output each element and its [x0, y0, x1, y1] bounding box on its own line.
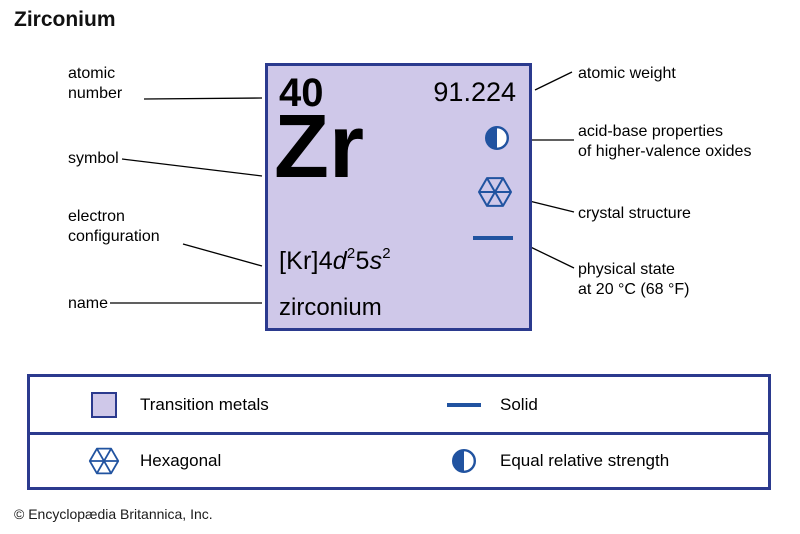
callout-line: at 20 °C (68 °F)	[578, 281, 690, 298]
callout-line: electron	[68, 208, 125, 225]
econfig-s: s	[369, 247, 383, 275]
callout-line: of higher-valence oxides	[578, 143, 752, 160]
half-filled-circle-icon	[442, 448, 486, 474]
leader-symbol	[121, 158, 263, 177]
legend-row-1: Transition metals Solid	[30, 377, 768, 432]
callout-name: name	[68, 294, 108, 314]
callout-line: number	[68, 85, 123, 102]
element-symbol: Zr	[274, 97, 364, 197]
legend: Transition metals Solid	[27, 374, 771, 490]
callout-atomic-weight: atomic weight	[578, 64, 676, 84]
legend-item-equal-relative-strength: Equal relative strength	[426, 448, 768, 474]
electron-configuration-value: [Kr]4d25s2	[279, 244, 391, 276]
hexagonal-crystal-icon	[82, 445, 126, 477]
physical-state-icon	[473, 236, 513, 240]
legend-item-hexagonal: Hexagonal	[30, 445, 426, 477]
copyright-notice: © Encyclopædia Britannica, Inc.	[14, 506, 213, 522]
callout-line: acid-base properties	[578, 123, 723, 140]
callout-line: atomic	[68, 65, 116, 82]
callout-line: configuration	[68, 228, 160, 245]
legend-label-hexagonal: Hexagonal	[140, 451, 222, 470]
crystal-structure-icon	[478, 177, 512, 207]
acid-base-properties-icon	[484, 125, 510, 151]
legend-label-solid: Solid	[500, 394, 538, 414]
legend-row-2: Hexagonal Equal relative strength	[30, 432, 768, 487]
element-card: 40 91.224 Zr [Kr]4d25s2 zirconium	[265, 63, 532, 331]
econfig-d: d	[332, 247, 347, 275]
econfig-prefix: [Kr]4	[279, 247, 333, 275]
leader-atomic-weight	[534, 71, 573, 91]
callout-line: crystal structure	[578, 205, 691, 222]
legend-label-equal-relative-strength: Equal relative strength	[500, 451, 670, 470]
atomic-number-value: 40	[279, 71, 324, 115]
econfig-d-exponent: 2	[346, 244, 356, 262]
atomic-weight-value: 91.224	[433, 77, 516, 107]
legend-item-transition-metals: Transition metals	[30, 391, 426, 418]
callout-crystal-structure: crystal structure	[578, 204, 691, 224]
legend-label-transition-metals: Transition metals	[140, 394, 269, 414]
callout-physical-state: physical state at 20 °C (68 °F)	[578, 260, 690, 300]
legend-item-solid: Solid	[426, 395, 768, 415]
element-name: zirconium	[279, 294, 382, 321]
econfig-s-exponent: 2	[382, 244, 391, 262]
callout-electron-configuration: electron configuration	[68, 207, 160, 247]
leader-electron-configuration	[182, 243, 263, 267]
transition-metals-swatch-icon	[82, 391, 126, 418]
solid-line-icon	[442, 402, 486, 407]
callout-acid-base: acid-base properties of higher-valence o…	[578, 122, 751, 162]
callout-line: name	[68, 295, 109, 312]
callout-line: physical state	[578, 261, 675, 278]
figure-title: Zirconium	[14, 8, 116, 31]
callout-symbol: symbol	[68, 149, 119, 169]
econfig-mid: 5	[355, 247, 370, 275]
callout-line: symbol	[68, 150, 119, 167]
callout-atomic-number: atomic number	[68, 64, 122, 104]
leader-atomic-number	[143, 97, 263, 100]
callout-line: atomic weight	[578, 65, 676, 82]
